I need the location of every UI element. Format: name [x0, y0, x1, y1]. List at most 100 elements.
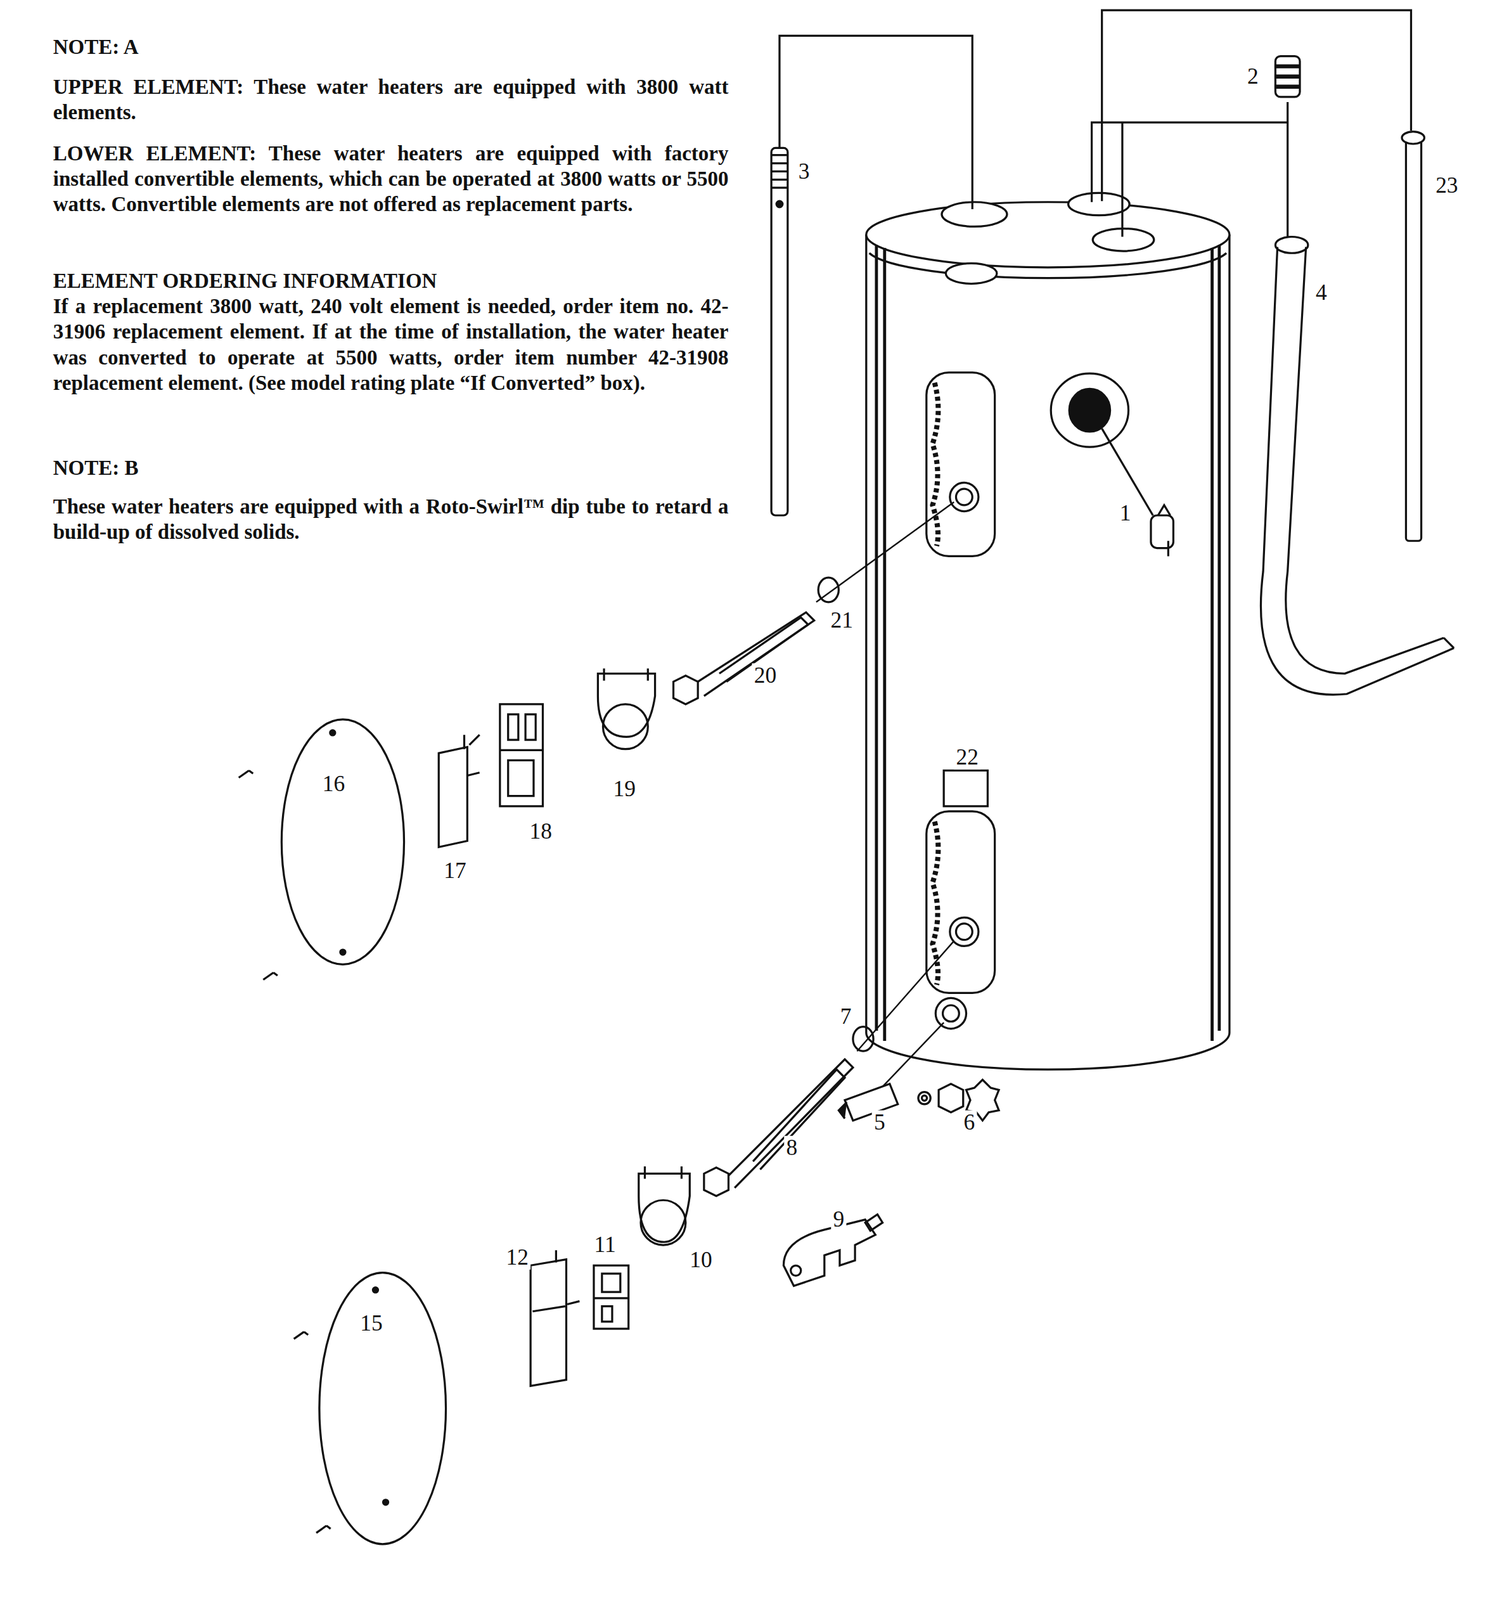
callout-number: 7 [838, 1003, 854, 1029]
dip-tube [1443, 637, 1454, 648]
callout-number: 20 [751, 662, 779, 688]
lower-element-parts [319, 1272, 447, 1544]
lower-element-parts [294, 940, 999, 1544]
note-heading: NOTE: B [53, 455, 139, 481]
upper-element-parts [330, 730, 336, 736]
lower-element-parts [644, 1166, 682, 1179]
upper-element-parts [238, 501, 955, 980]
lower-element-parts [383, 1499, 389, 1505]
callout-number: 1 [1117, 500, 1134, 526]
relief-valve-opening [1050, 373, 1129, 447]
tank [1068, 192, 1131, 215]
lower-element-parts [838, 1102, 847, 1119]
lower-element-parts [922, 1095, 928, 1101]
upper-element-parts [238, 770, 278, 980]
lower-element-parts [294, 1331, 331, 1533]
lower-element-parts [728, 1059, 853, 1188]
tank [866, 202, 1230, 268]
anode-rods [771, 147, 788, 516]
note-text: LOWER ELEMENT: These water heaters are e… [53, 140, 729, 218]
access-openings [926, 811, 996, 994]
lower-element-parts [372, 1287, 378, 1293]
access-openings [955, 923, 973, 940]
callout-number: 18 [527, 819, 554, 845]
callout-number: 11 [591, 1232, 618, 1258]
lower-element-parts [640, 1199, 686, 1245]
access-openings [935, 997, 966, 1028]
lower-element-parts [865, 1214, 883, 1231]
lower-element-parts [856, 940, 954, 1092]
callout-number: 21 [828, 608, 855, 634]
dip-tube [1091, 102, 1288, 240]
upper-element-parts [500, 714, 544, 797]
callout-number: 23 [1433, 173, 1461, 199]
lower-element-parts [783, 1219, 876, 1286]
anode-rods [771, 155, 788, 189]
lower-element-parts [938, 1083, 964, 1113]
upper-element-parts [818, 577, 839, 603]
lower-element-parts [593, 1264, 629, 1329]
upper-element-parts [602, 704, 648, 750]
callout-number: 6 [961, 1110, 977, 1136]
upper-element-parts [281, 719, 404, 964]
upper-element-parts [673, 675, 699, 705]
callout-number: 3 [796, 159, 812, 184]
note-heading: NOTE: A [53, 34, 139, 61]
callout-number: 16 [320, 771, 348, 797]
callout-number: 19 [610, 776, 638, 802]
upper-element-parts [438, 746, 468, 847]
access-openings [950, 482, 979, 511]
dip-tube [1275, 236, 1309, 253]
anode-rods [771, 10, 1425, 541]
upper-element-parts [500, 704, 544, 807]
callout-number: 5 [872, 1110, 888, 1136]
lower-element-parts [790, 1264, 802, 1276]
upper-element-parts [603, 667, 648, 681]
lower-element-parts [530, 1259, 566, 1387]
upper-element-parts [340, 949, 346, 955]
callout-number: 10 [687, 1247, 715, 1273]
upper-element-parts [464, 734, 480, 776]
anode-rods [1102, 10, 1412, 201]
lower-element-parts [918, 1091, 931, 1105]
callout-number: 9 [830, 1207, 847, 1233]
dip-tube [1091, 56, 1455, 695]
tank [866, 192, 1230, 1070]
relief-valve-opening [1050, 373, 1174, 556]
tank [876, 244, 1220, 1041]
lower-element-parts [752, 1069, 845, 1170]
relief-valve-opening [1157, 505, 1170, 556]
anode-rods [1405, 137, 1421, 541]
upper-element-parts [816, 501, 954, 603]
lower-element-parts [704, 1167, 729, 1196]
tank [941, 202, 1008, 227]
callout-number: 17 [441, 858, 469, 883]
callout-number: 15 [358, 1311, 385, 1336]
anode-rods [1401, 131, 1425, 144]
lower-element-parts [853, 1026, 874, 1052]
note-heading: ELEMENT ORDERING INFORMATION [53, 268, 438, 294]
note-text: UPPER ELEMENT: These water heaters are e… [53, 74, 729, 126]
callout-number: 22 [953, 744, 981, 770]
upper-element-parts [697, 612, 815, 696]
note-text: If a replacement 3800 watt, 240 volt ele… [53, 294, 729, 397]
access-openings [932, 382, 938, 547]
access-openings [955, 488, 973, 506]
anode-rods [779, 35, 973, 210]
callout-number: 12 [503, 1244, 531, 1270]
dip-tube [1260, 247, 1454, 695]
lower-element-parts [532, 1249, 580, 1312]
note-text: These water heaters are equipped with a … [53, 493, 729, 545]
callout-number: 8 [783, 1135, 800, 1161]
dip-tube [1275, 66, 1300, 87]
dip-tube [1275, 56, 1300, 97]
lower-element-parts [593, 1273, 629, 1322]
relief-valve-opening [1150, 515, 1174, 549]
callout-number: 2 [1245, 64, 1261, 89]
access-openings [926, 372, 996, 1029]
callout-number: 4 [1313, 280, 1330, 306]
relief-valve-opening [1069, 388, 1110, 432]
tank [945, 263, 997, 284]
